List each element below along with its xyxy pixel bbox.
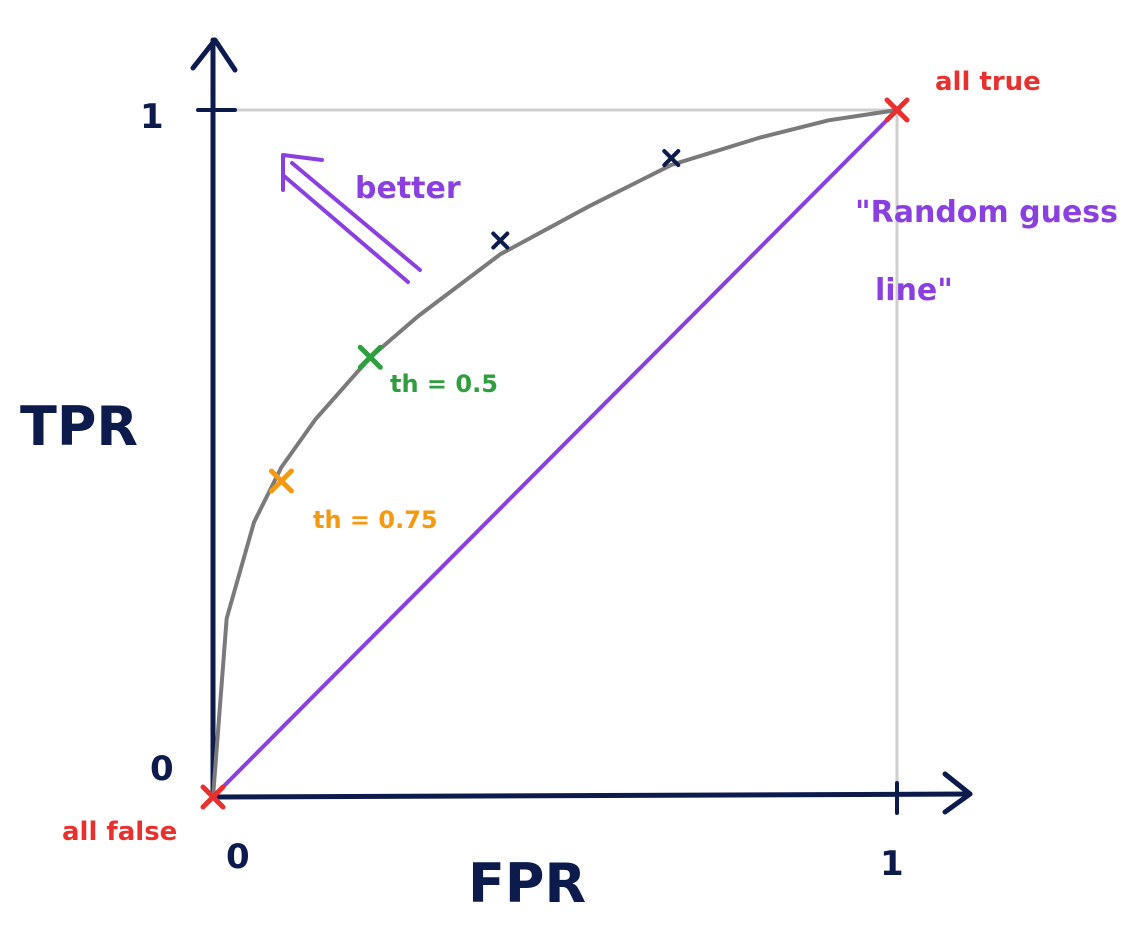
random-guess-line xyxy=(211,108,899,799)
random-guess-label-line2: line" xyxy=(875,273,953,308)
point-marker-2 xyxy=(491,231,510,250)
point-marker-0 xyxy=(268,468,294,494)
y-tick-label-0: 0 xyxy=(150,749,174,789)
threshold-0.5-label: th = 0.5 xyxy=(390,370,498,398)
better-label: better xyxy=(355,171,461,206)
better-arrow-icon xyxy=(281,153,422,284)
y-tick-label-1: 1 xyxy=(140,97,164,137)
point-marker-3 xyxy=(662,149,681,168)
y-axis-arrowhead xyxy=(190,37,238,73)
marked-points xyxy=(200,97,910,810)
threshold-0.75-label: th = 0.75 xyxy=(313,506,438,534)
x-axis-line xyxy=(210,791,973,800)
y-axis xyxy=(190,37,238,800)
x-axis-arrowhead xyxy=(942,771,973,815)
point-marker-1 xyxy=(357,344,383,370)
random-guess-label-line1: "Random guess xyxy=(855,195,1118,230)
roc-curve xyxy=(211,108,899,799)
point-marker-4 xyxy=(200,784,226,810)
point-marker-5 xyxy=(884,97,910,123)
all-true-label: all true xyxy=(935,67,1041,97)
x-axis xyxy=(210,771,973,815)
x-tick-label-0: 0 xyxy=(226,837,250,877)
y-axis-title: TPR xyxy=(20,395,138,458)
x-tick-label-1: 1 xyxy=(880,844,904,884)
x-axis-title: FPR xyxy=(468,852,586,915)
all-false-label: all false xyxy=(62,817,177,847)
